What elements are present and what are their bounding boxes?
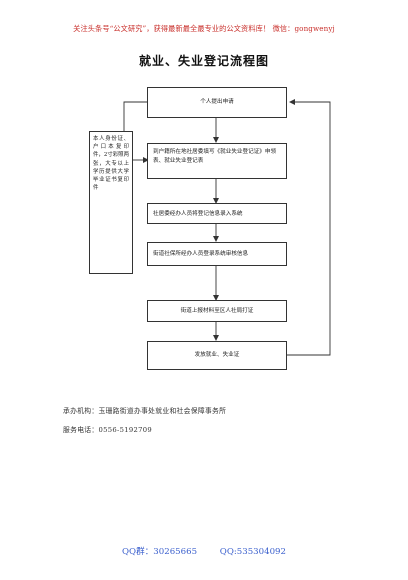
flow-step-register-form: 到户籍所在地社居委填写《就业失业登记证》申领表、就业失业登记表 [147, 143, 287, 179]
feedback-loop [286, 99, 331, 356]
required-documents-note: 本人身份证、户口本复印件，2寸彩照两张，大专以上学历提供大学毕业证书复印件 [89, 131, 133, 274]
service-phone: 服务电话：0556-5192709 [63, 426, 152, 434]
qq-number: QQ:535304092 [219, 547, 286, 557]
qq-group: QQ群：30265665 [122, 547, 198, 557]
header-note: 关注头条号“公文研究”，获得最新最全最专业的公文资料库！ 微信：gongweny… [73, 24, 335, 33]
page-title: 就业、失业登记流程图 [138, 54, 269, 68]
footer-contact: QQ群：30265665 QQ:535304092 [0, 545, 408, 557]
service-org: 承办机构：玉珊路街道办事处就业和社会保障事务所 [63, 407, 227, 415]
flow-step-issue: 发放就业、失业证 [147, 341, 287, 370]
flow-step-enter-system: 社居委经办人员将登记信息录入系统 [147, 203, 287, 224]
side-connector-top [123, 101, 147, 131]
flow-step-apply: 个人提出申请 [147, 87, 287, 118]
flow-step-review: 街道社保所经办人员登录系统审核信息 [147, 242, 287, 266]
flow-step-report: 街道上报材料至区人社局打证 [147, 300, 287, 322]
